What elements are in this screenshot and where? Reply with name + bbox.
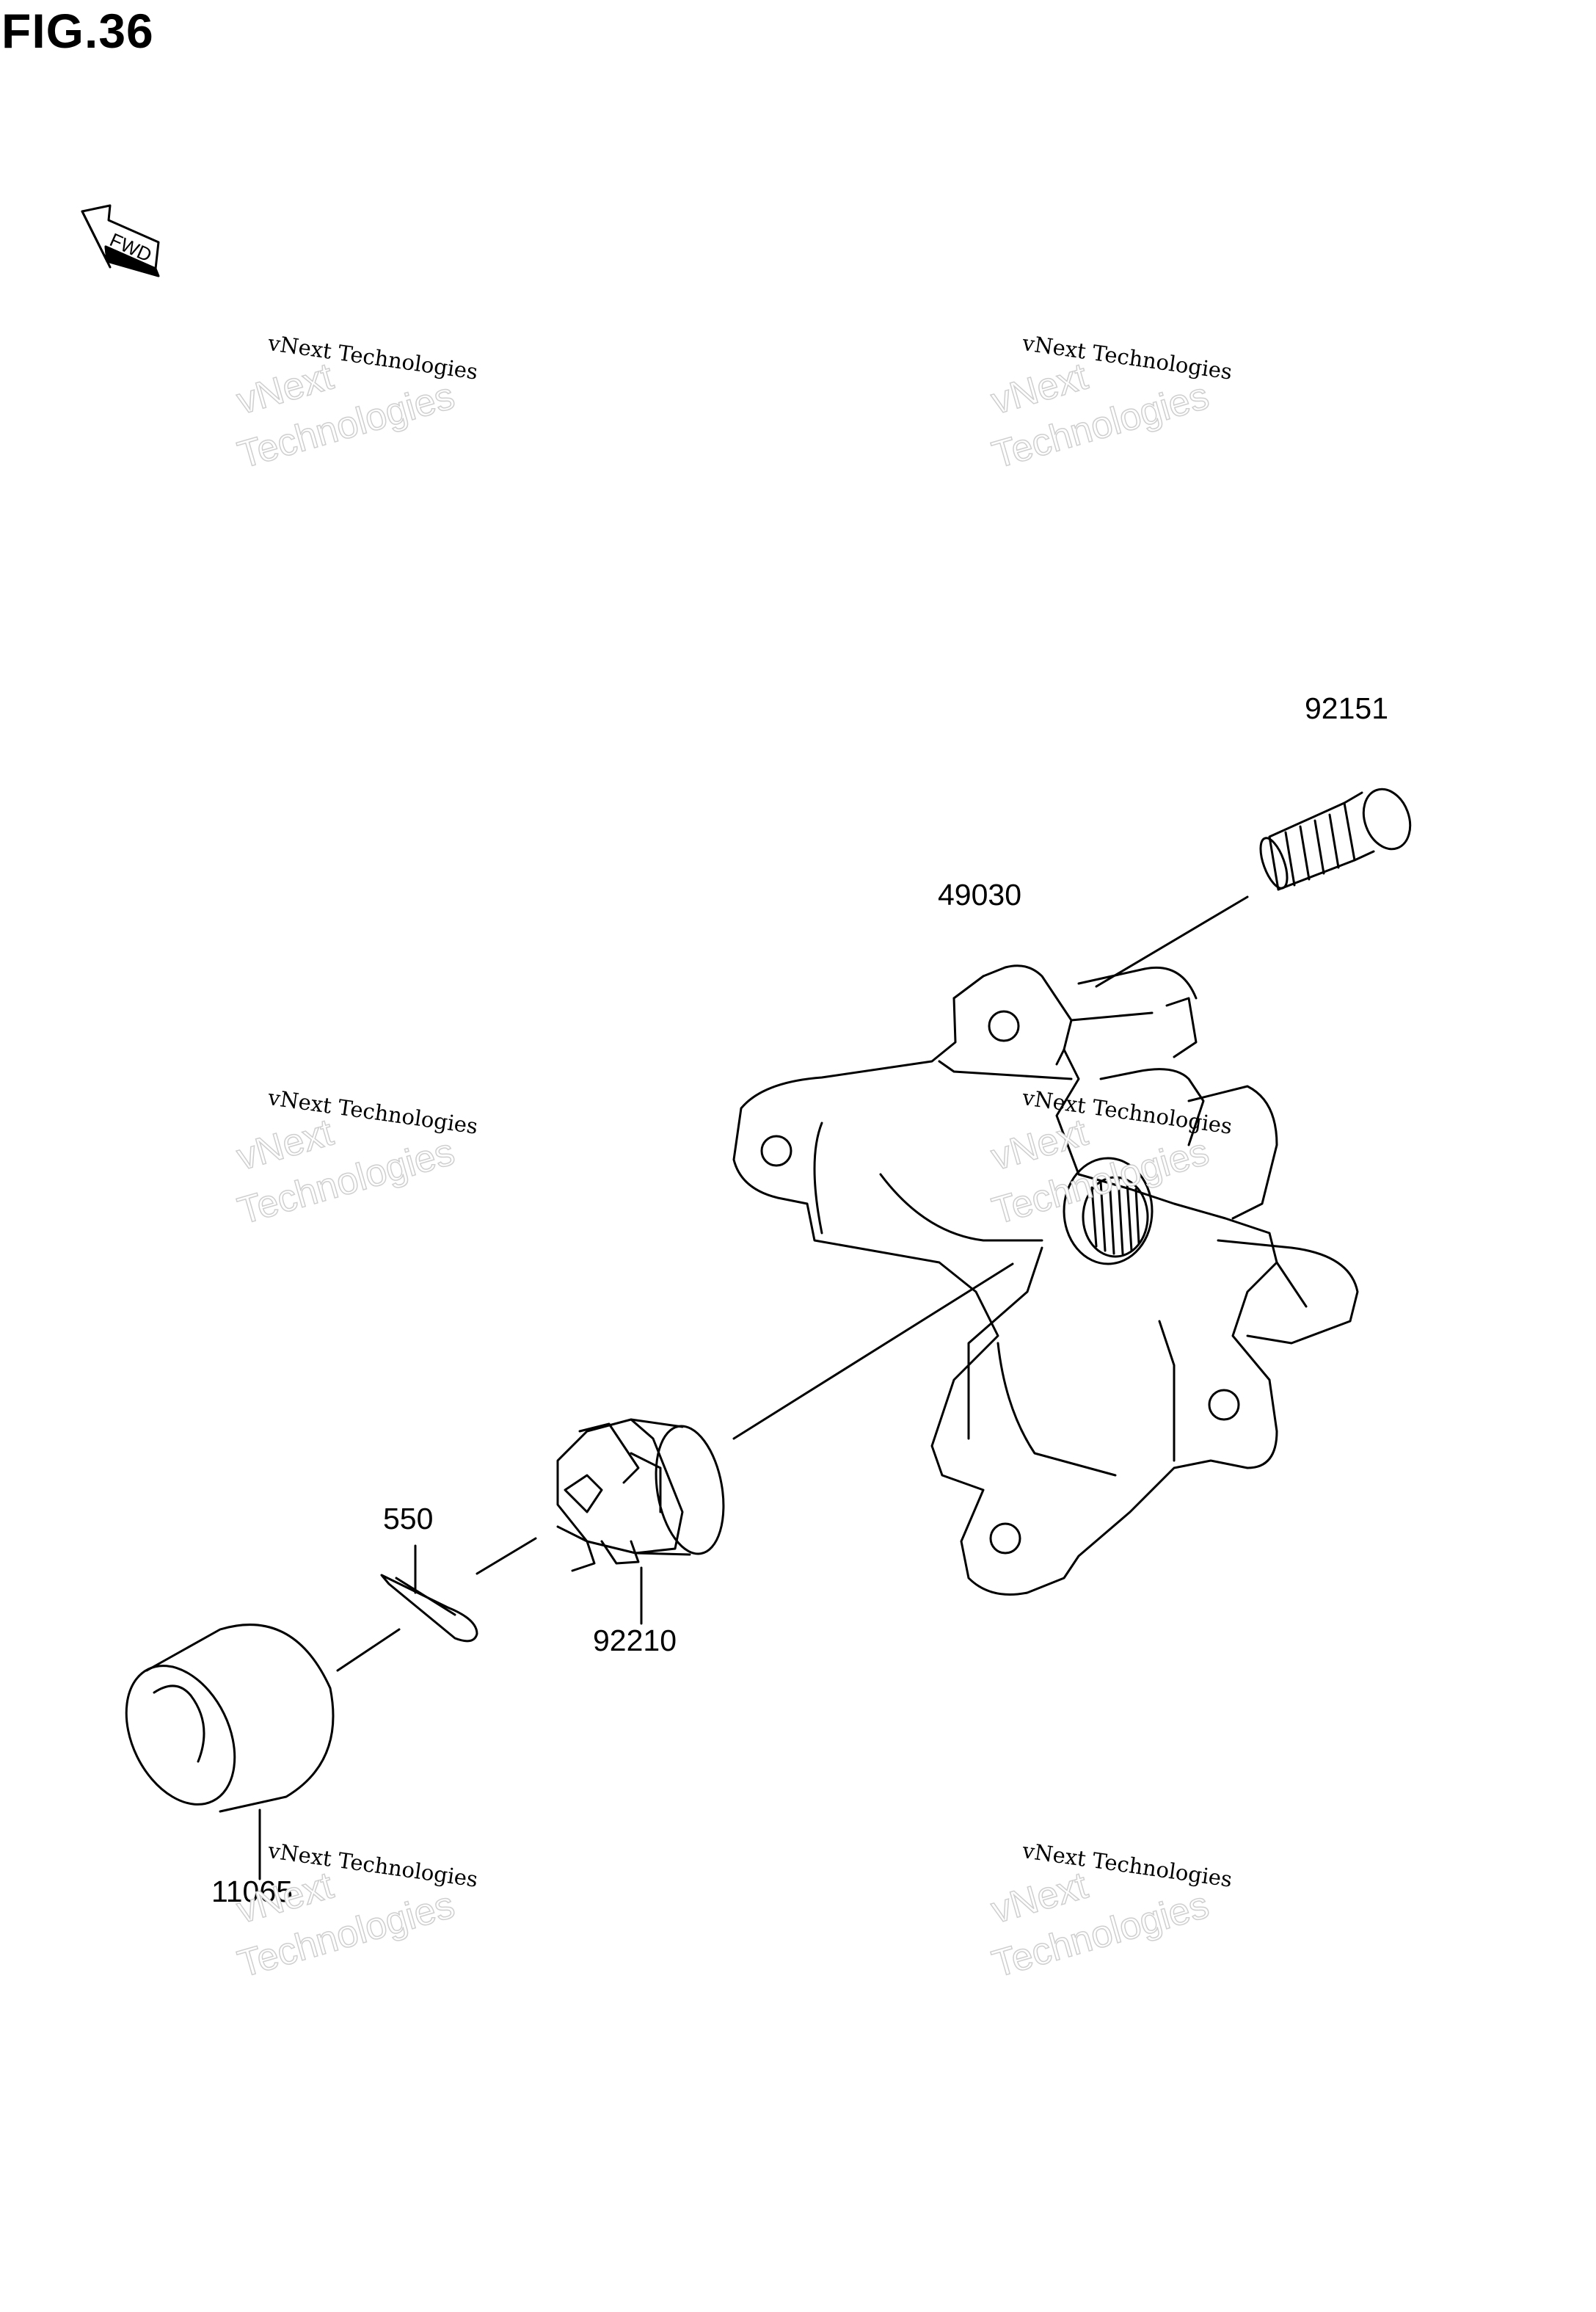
leader-92151 bbox=[1095, 895, 1249, 988]
part-label-49030: 49030 bbox=[938, 878, 1022, 912]
part-label-92210: 92210 bbox=[593, 1624, 677, 1657]
part-550-cotter-pin bbox=[380, 1574, 478, 1643]
figure-title: FIG.36 bbox=[1, 4, 154, 58]
leader-hub-axis bbox=[732, 1262, 1014, 1440]
part-label-92151: 92151 bbox=[1305, 691, 1389, 725]
leader-pin-axis bbox=[336, 1628, 401, 1672]
fwd-arrow-icon: FWD bbox=[81, 204, 160, 277]
part-11065-cap bbox=[125, 1624, 335, 1813]
part-49030-hub bbox=[732, 964, 1359, 1596]
part-label-550: 550 bbox=[383, 1502, 434, 1535]
part-92210-nut bbox=[556, 1418, 725, 1572]
part-92151-stud bbox=[1259, 788, 1412, 891]
part-label-11065: 11065 bbox=[211, 1875, 293, 1908]
leader-nut-axis bbox=[475, 1537, 537, 1575]
